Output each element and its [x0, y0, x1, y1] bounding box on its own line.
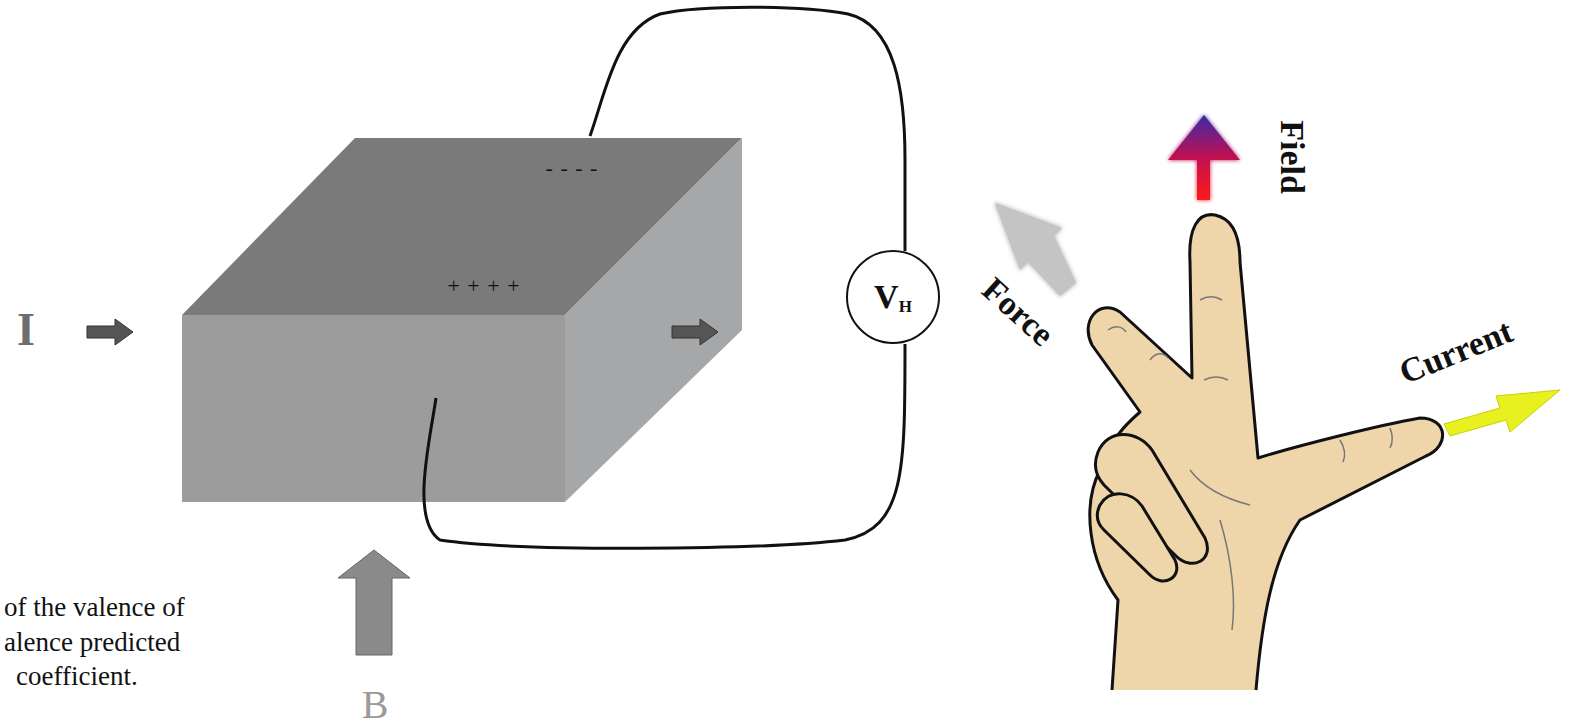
field-label: Field	[1275, 120, 1309, 194]
voltage-symbol: V	[874, 280, 899, 314]
charge-label: + + + +	[447, 275, 520, 297]
caption-fragment: of the valence of	[4, 594, 185, 621]
voltage-subscript: H	[899, 298, 912, 315]
field-arrow	[1168, 115, 1240, 200]
field-arrow	[338, 550, 410, 655]
current-label: I	[17, 307, 35, 353]
field-label: B	[362, 685, 389, 725]
voltmeter-circle: VH	[846, 250, 940, 344]
current-arrow	[1444, 390, 1560, 436]
current-arrow	[87, 319, 133, 345]
charge-label: - - - -	[546, 157, 599, 179]
current-arrow	[672, 319, 718, 345]
caption-fragment: alence predicted	[4, 629, 180, 656]
current-label: Current	[1395, 314, 1517, 390]
force-label: Force	[976, 272, 1060, 352]
field-arrow	[1168, 115, 1240, 200]
slab-side	[565, 138, 742, 502]
caption-fragment: coefficient.	[16, 663, 138, 690]
hand	[1088, 215, 1442, 690]
slab-front	[182, 315, 565, 502]
wire	[590, 7, 905, 251]
wire	[424, 344, 905, 548]
hand-crease	[1108, 297, 1392, 630]
